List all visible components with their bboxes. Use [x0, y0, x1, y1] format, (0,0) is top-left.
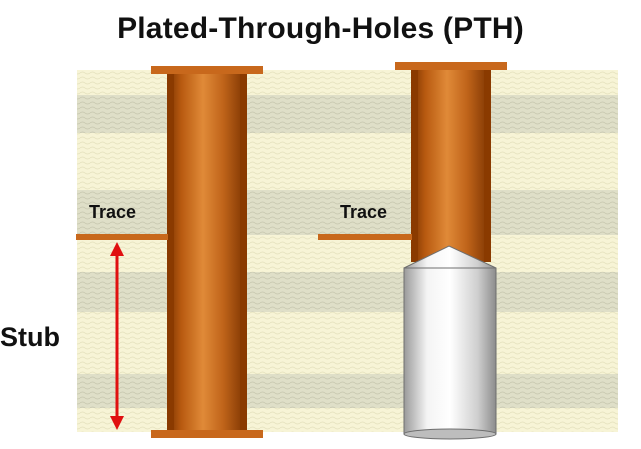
- layer-core: [77, 272, 618, 312]
- drill-bit: [403, 245, 497, 440]
- right-trace-label: Trace: [340, 202, 388, 222]
- layer-prepreg: [77, 133, 618, 190]
- stub-label: Stub: [0, 322, 60, 352]
- top-pad: [395, 62, 507, 70]
- stub-arrow: [110, 242, 124, 430]
- trace-line: [76, 234, 168, 240]
- via-wall-right: [484, 70, 491, 262]
- left-via: [76, 66, 263, 438]
- trace-line: [318, 234, 412, 240]
- via-barrel: [167, 74, 247, 430]
- bottom-pad: [151, 430, 263, 438]
- board-layers: [77, 70, 618, 432]
- layer-prepreg: [77, 235, 618, 272]
- diagram-title: Plated-Through-Holes (PTH): [117, 12, 524, 45]
- top-pad: [151, 66, 263, 74]
- layer-prepreg: [77, 408, 618, 432]
- via-barrel: [411, 70, 491, 262]
- right-via: [318, 62, 507, 262]
- layer-prepreg: [77, 312, 618, 374]
- via-wall-left: [411, 70, 418, 262]
- via-wall-left: [167, 74, 174, 430]
- layer-core: [77, 95, 618, 133]
- via-wall-right: [240, 74, 247, 430]
- left-trace-label: Trace: [89, 202, 137, 222]
- layer-core: [77, 374, 618, 408]
